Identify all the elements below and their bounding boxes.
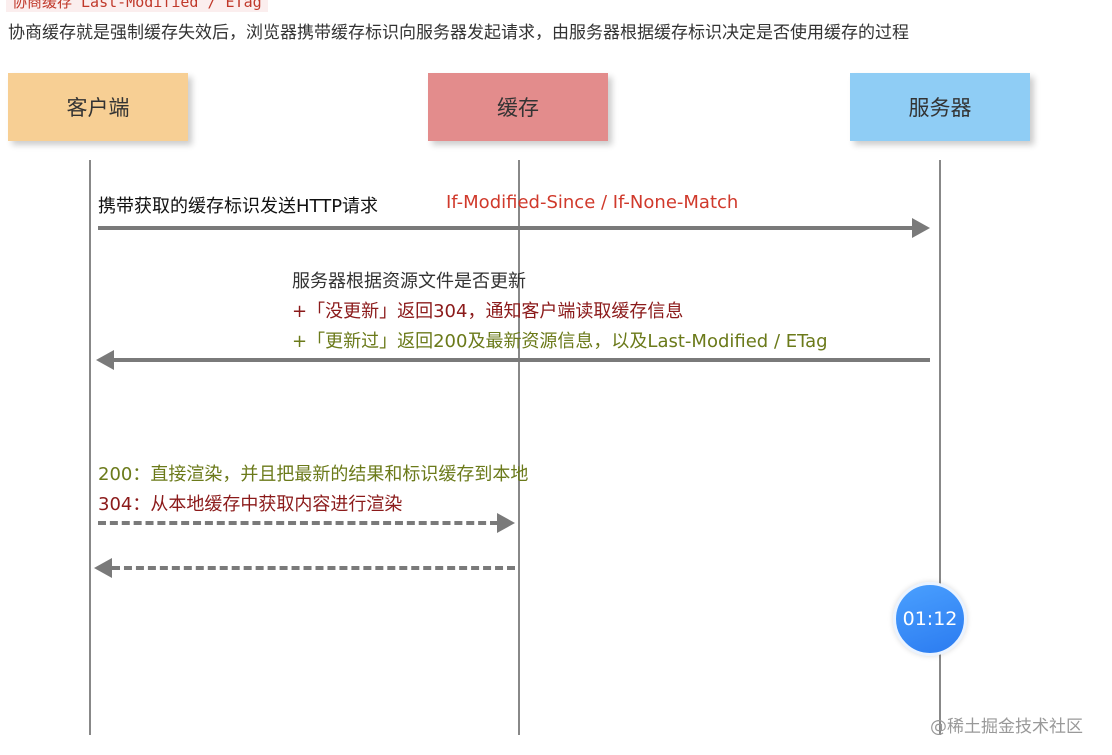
render-200: 200：直接渲染，并且把最新的结果和标识缓存到本地 [98,464,529,485]
code-title: 协商缓存 Last-Modified / ETag [6,0,268,12]
actor-server: 服务器 [850,73,1030,141]
dashed-arrow-to-cache [98,521,498,525]
server-lifeline [939,160,941,735]
timer-badge[interactable]: 01:12 [893,582,967,656]
actor-client: 客户端 [8,73,188,141]
client-lifeline [89,160,91,735]
intro-text: 协商缓存就是强制缓存失效后，浏览器携带缓存标识向服务器发起请求，由服务器根据缓存… [8,23,909,43]
arrowhead-left-icon [94,558,112,578]
response-304: +「没更新」返回304，通知客户端读取缓存信息 [292,301,684,322]
cache-lifeline [518,160,520,735]
arrowhead-right-icon [912,218,930,238]
request-label: 携带获取的缓存标识发送HTTP请求 [98,196,379,217]
dashed-arrow-from-cache [112,566,515,570]
arrowhead-right-icon [497,513,515,533]
request-headers: If-Modified-Since / If-None-Match [446,192,739,213]
arrowhead-left-icon [96,350,114,370]
actor-cache: 缓存 [428,73,608,141]
request-arrow [98,226,916,230]
response-200: +「更新过」返回200及最新资源信息，以及Last-Modified / ETa… [292,331,828,352]
watermark: @稀土掘金技术社区 [930,717,1083,737]
render-304: 304：从本地缓存中获取内容进行渲染 [98,494,403,515]
response-arrow [112,358,930,362]
response-title: 服务器根据资源文件是否更新 [292,271,526,292]
